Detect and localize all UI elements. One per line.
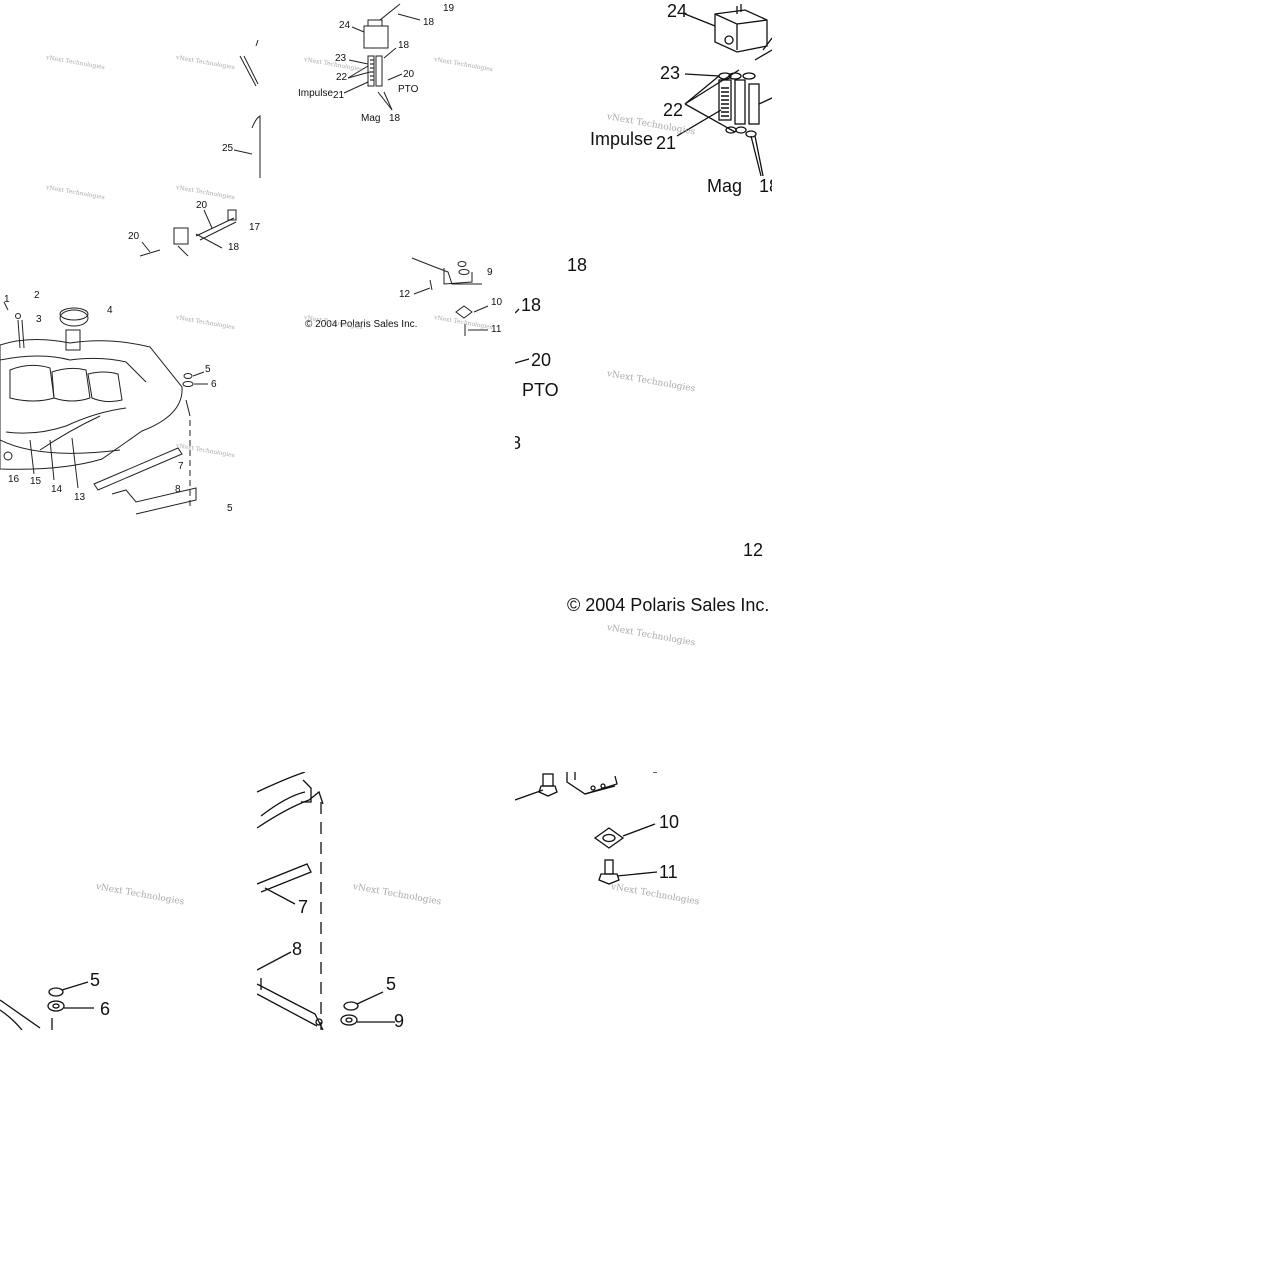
- overview-label-22: 22: [336, 72, 348, 83]
- overview-label-15: 15: [30, 476, 42, 487]
- overview-label-17: 17: [249, 222, 261, 233]
- zoom-pto-label-18a: 18: [567, 257, 588, 275]
- zoom-bolt-tile: 10 11 vNext Technologies: [515, 772, 772, 1030]
- overview-copyright: © 2004 Polaris Sales Inc.: [305, 319, 418, 330]
- overview-diagram-tile: 24 19 18 23 18 22 20 Impulse 21 PTO Mag …: [0, 0, 515, 515]
- overview-label-25: 25: [222, 143, 234, 154]
- zoom-pto-label-pto: PTO: [522, 380, 559, 400]
- overview-label-16: 16: [8, 474, 20, 485]
- overview-label-19: 19: [443, 3, 455, 14]
- overview-label-20b: 20: [196, 200, 208, 211]
- zoom-pto-label-20: 20: [531, 350, 552, 370]
- zoom-washer-tile: 5 6 vNext Technologies: [0, 772, 257, 1030]
- zoom-strap-label-9: 9: [394, 1011, 405, 1030]
- zoom-copyright-text: © 2004 Polaris Sales Inc.: [567, 595, 770, 615]
- overview-label-9: 9: [487, 267, 493, 278]
- zoom-valve-label-18: 18: [759, 176, 772, 196]
- zoom-strap-label-7: 7: [298, 897, 309, 917]
- zoom-washer-label-6: 6: [100, 999, 111, 1019]
- zoom-washer-line-art: [0, 981, 94, 1030]
- overview-label-3: 3: [36, 314, 42, 325]
- zoom-valve-label-24: 24: [667, 1, 688, 21]
- zoom-bolt-label-11: 11: [659, 862, 678, 882]
- zoom-strap-label-5: 5: [386, 974, 397, 994]
- overview-label-mag: Mag: [361, 113, 381, 124]
- zoom-copyright-label-12: 12: [743, 540, 764, 560]
- overview-label-4: 4: [107, 305, 113, 316]
- zoom-pto-label-8: 8: [515, 433, 522, 453]
- zoom-valve-label-impulse: Impulse: [590, 129, 654, 149]
- zoom-valve-label-mag: Mag: [707, 176, 743, 196]
- overview-label-18b: 18: [398, 40, 410, 51]
- zoom-bolt-line-art: [515, 772, 658, 885]
- zoom-valve-label-22: 22: [663, 100, 684, 120]
- overview-label-23: 23: [335, 53, 347, 64]
- overview-label-13: 13: [74, 492, 86, 503]
- zoom-washer-label-5: 5: [90, 970, 101, 990]
- zoom-pto-line-art: [515, 308, 530, 364]
- zoom-valve-line-art: [676, 4, 772, 177]
- zoom-valve-tile: 24 23 22 Impulse 21 Mag 18 vNext Technol…: [515, 0, 772, 257]
- overview-label-18a: 18: [423, 17, 435, 28]
- overview-line-art: [0, 3, 489, 515]
- zoom-bolt-label-10: 10: [659, 812, 680, 832]
- overview-label-10: 10: [491, 297, 503, 308]
- overview-label-pto: PTO: [398, 84, 419, 95]
- zoom-strap-line-art: [257, 772, 395, 1030]
- zoom-copyright-watermark: vNext Technologies: [606, 623, 696, 649]
- zoom-valve-label-23: 23: [660, 63, 681, 83]
- overview-label-1: 1: [4, 294, 10, 305]
- overview-label-6: 6: [211, 379, 217, 390]
- zoom-pto-tile: 18 18 20 PTO 8 12 vNext Technologies: [515, 257, 772, 515]
- overview-label-impulse: Impulse: [298, 88, 334, 99]
- overview-label-21: 21: [333, 90, 345, 101]
- overview-label-8: 8: [175, 484, 181, 495]
- overview-label-14: 14: [51, 484, 63, 495]
- zoom-strap-tile: 7 8 5 9 vNext Technologies: [257, 772, 515, 1030]
- zoom-strap-label-8: 8: [292, 939, 303, 959]
- overview-label-24: 24: [339, 20, 351, 31]
- zoom-pto-label-18b: 18: [521, 295, 542, 315]
- zoom-copyright-tile: 12 © 2004 Polaris Sales Inc. vNext Techn…: [515, 515, 772, 772]
- overview-label-5a: 5: [205, 364, 211, 375]
- overview-label-12: 12: [399, 289, 411, 300]
- overview-label-18c: 18: [389, 113, 401, 124]
- overview-label-2: 2: [34, 290, 40, 301]
- overview-label-5b: 5: [227, 503, 233, 514]
- zoom-valve-label-21: 21: [656, 133, 677, 153]
- overview-label-18d: 18: [228, 242, 240, 253]
- overview-label-11: 11: [491, 324, 502, 335]
- overview-label-7: 7: [178, 461, 184, 472]
- overview-label-20a: 20: [403, 69, 415, 80]
- overview-label-20c: 20: [128, 231, 140, 242]
